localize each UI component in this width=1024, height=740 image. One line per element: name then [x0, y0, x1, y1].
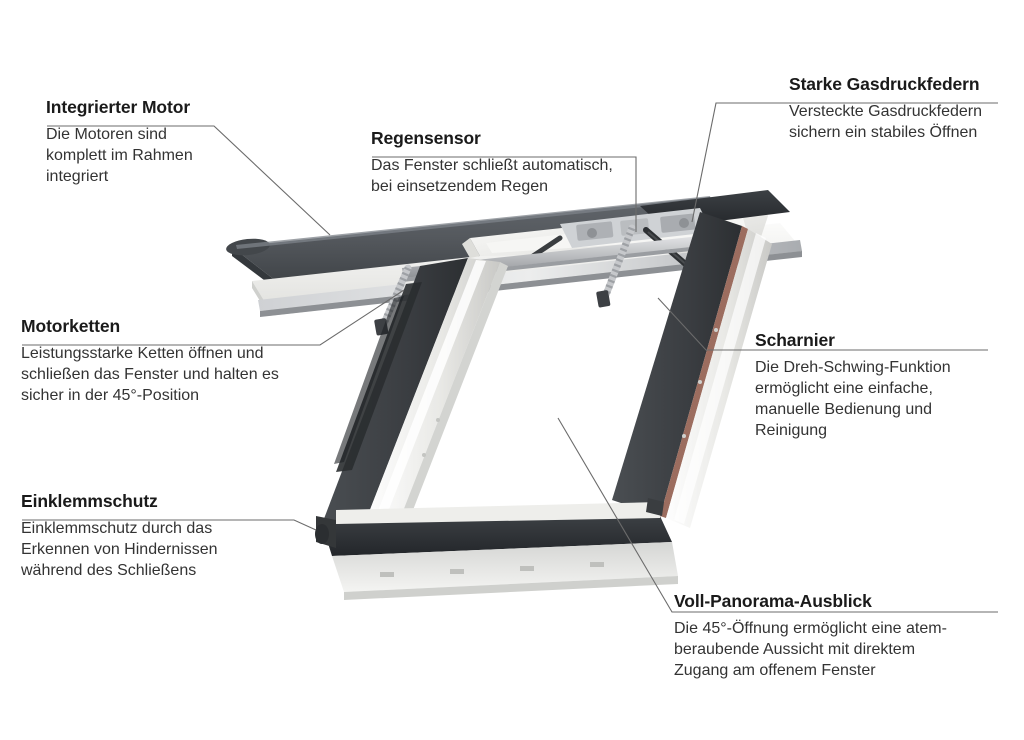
callout-title-regensensor: Regensensor	[371, 128, 481, 148]
callout-body-integrierter-motor: Die Motoren sind komplett im Rahmen inte…	[46, 126, 193, 186]
callout-integrierter-motor: Integrierter Motor Die Motoren sind komp…	[46, 97, 193, 187]
callout-body-einklemmschutz: Einklemmschutz durch das Erkennen von Hi…	[21, 520, 218, 580]
callout-motorketten: Motorketten Leistungsstarke Ketten öffne…	[21, 316, 279, 406]
callout-body-motorketten: Leistungsstarke Ketten öffnen und schlie…	[21, 345, 279, 405]
frame-left-stile	[322, 258, 508, 528]
callout-title-starke-gasdruckfedern: Starke Gasdruckfedern	[789, 74, 980, 94]
callout-regensensor: Regensensor Das Fenster schließt automat…	[371, 128, 613, 197]
callout-body-scharnier: Die Dreh-Schwing-Funktion ermöglicht ein…	[755, 359, 951, 440]
callout-body-regensensor: Das Fenster schließt automatisch, bei ei…	[371, 157, 613, 196]
callout-starke-gasdruckfedern: Starke Gasdruckfedern Versteckte Gasdruc…	[789, 74, 982, 143]
frame-bottom-rail	[315, 502, 678, 600]
callout-voll-panorama-ausblick: Voll-Panorama-Ausblick Die 45°-Öffnung e…	[674, 591, 947, 681]
callout-einklemmschutz: Einklemmschutz Einklemmschutz durch das …	[21, 491, 218, 581]
callout-body-voll-panorama-ausblick: Die 45°-Öffnung ermöglicht eine atem- be…	[674, 620, 947, 680]
callout-title-voll-panorama-ausblick: Voll-Panorama-Ausblick	[674, 591, 872, 611]
callout-scharnier: Scharnier Die Dreh-Schwing-Funktion ermö…	[755, 330, 951, 442]
callout-title-integrierter-motor: Integrierter Motor	[46, 97, 191, 117]
callout-title-scharnier: Scharnier	[755, 330, 835, 350]
callout-title-motorketten: Motorketten	[21, 316, 121, 336]
callout-body-starke-gasdruckfedern: Versteckte Gasdruckfedern sichern ein st…	[789, 103, 982, 142]
callout-title-einklemmschutz: Einklemmschutz	[21, 491, 158, 511]
